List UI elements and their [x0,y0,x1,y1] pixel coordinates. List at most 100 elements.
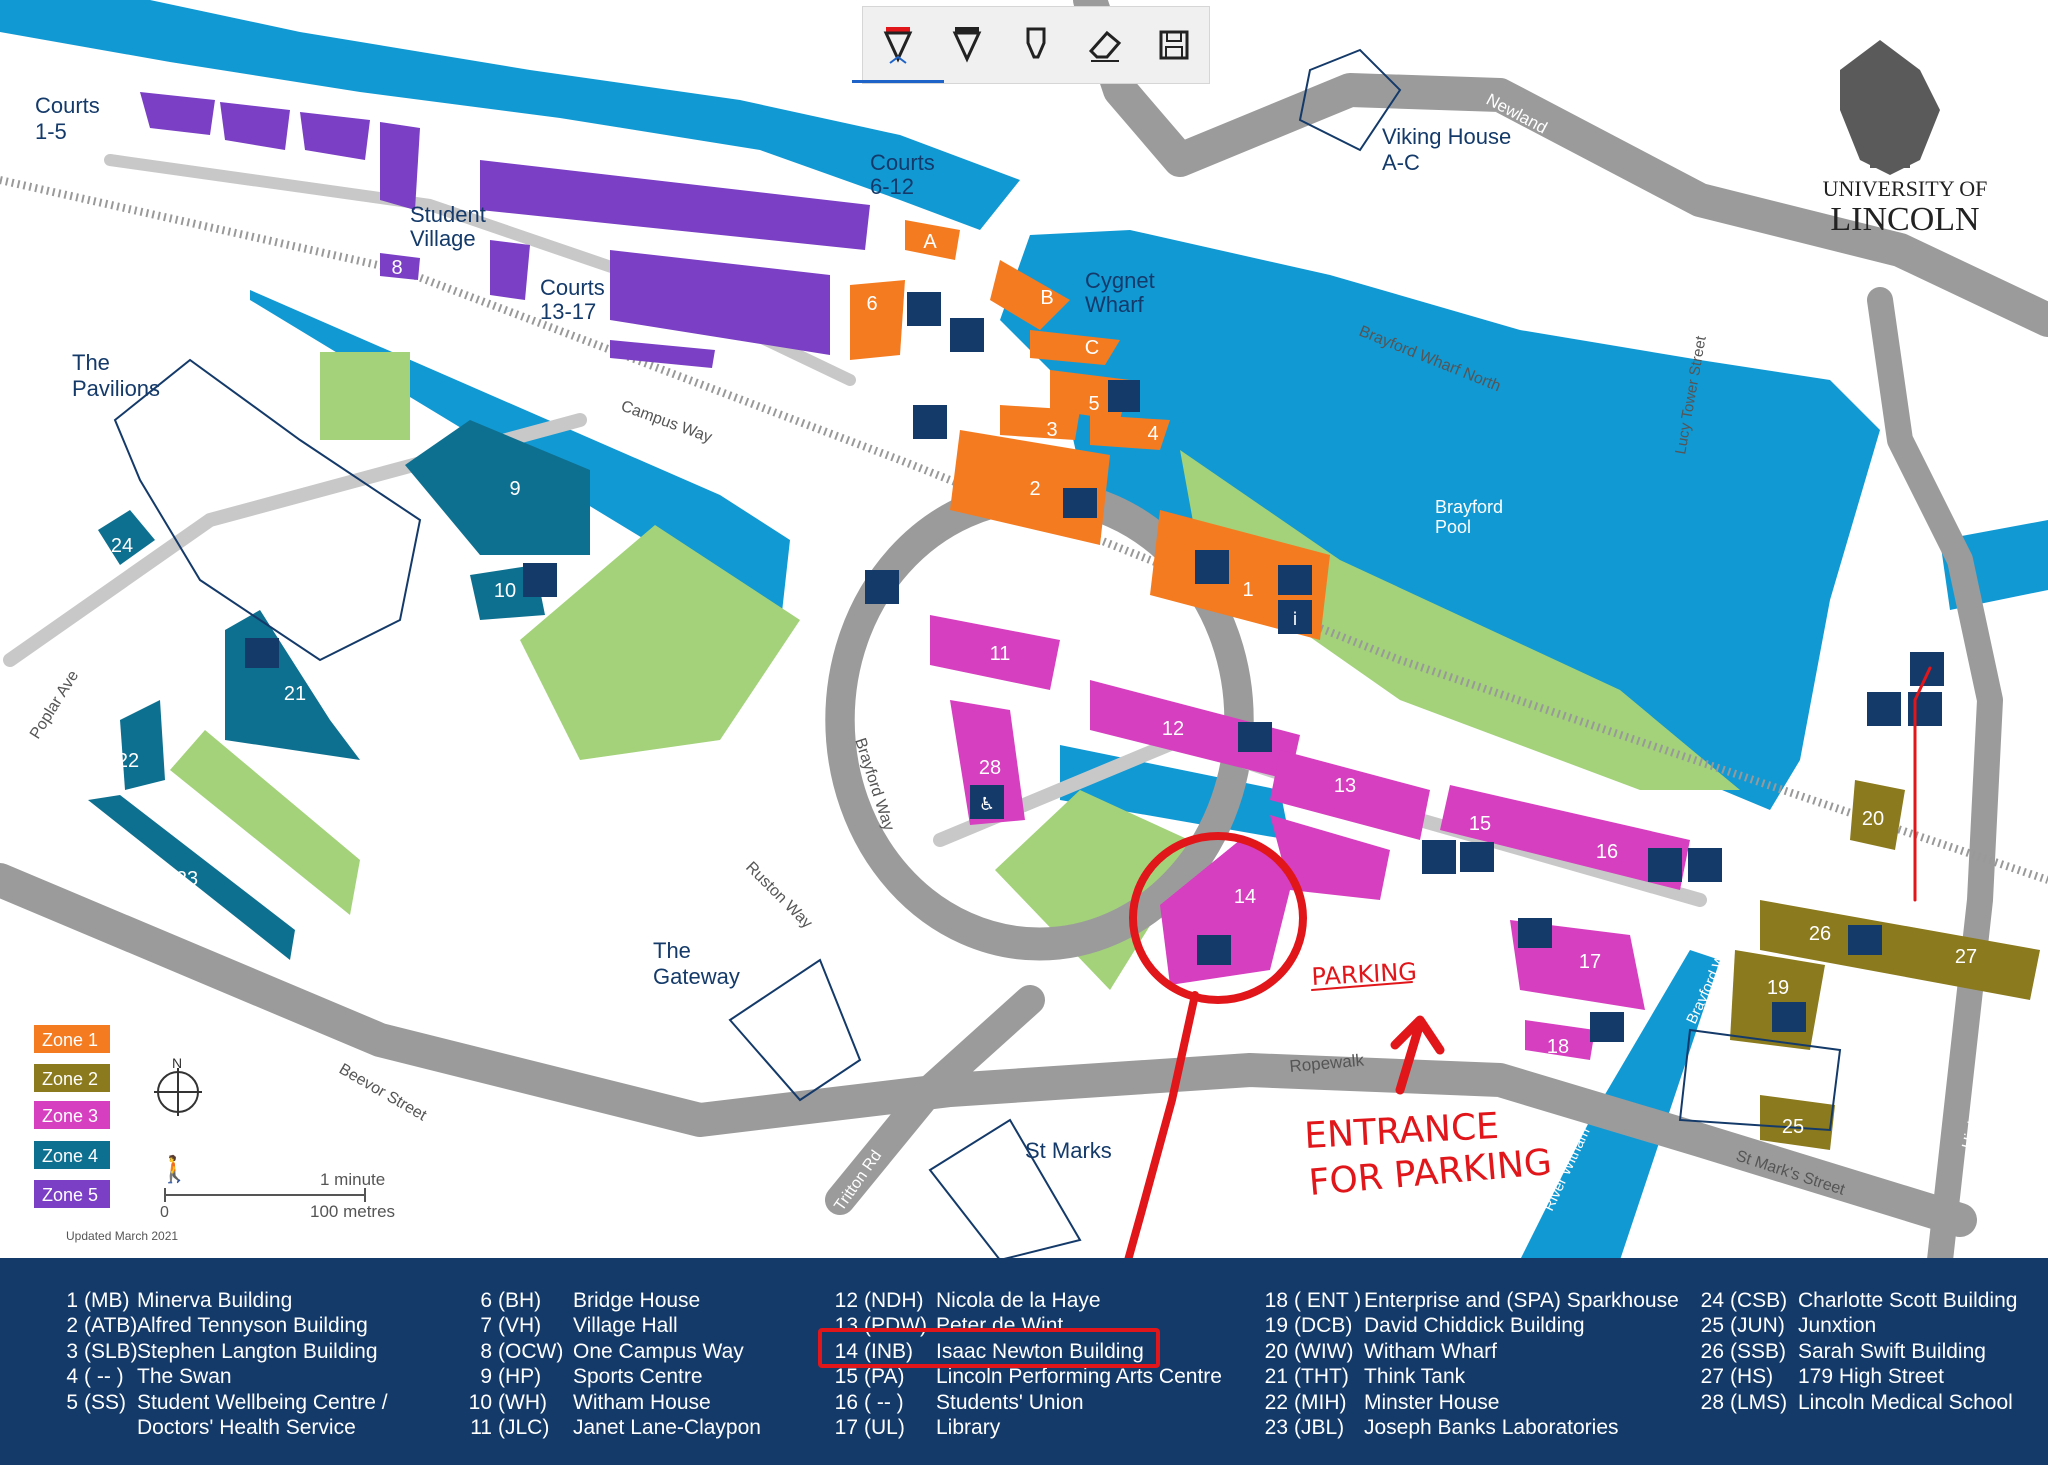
legend-building-name: Joseph Banks Laboratories [1364,1415,1619,1439]
legend-code: ( -- ) [864,1390,904,1414]
zone-3-chip [34,1101,110,1129]
legend-number: 13 [834,1314,858,1338]
highlighter-tool-icon [1026,27,1046,59]
building-15-16 [1440,785,1690,890]
gateway-outline [728,958,862,1102]
green-space [995,790,1200,990]
legend-code: (SS) [84,1390,126,1414]
legend-code: (NDH) [864,1289,924,1312]
bnum-27: 27 [1955,946,1977,968]
cafe-icon [1518,918,1552,948]
bnum-5: 5 [1088,393,1099,415]
legend-number: 19 [1264,1314,1288,1338]
ballpoint-pen-tool[interactable] [851,17,944,83]
bnum-13: 13 [1334,775,1356,797]
st-marks-outline [928,1118,1082,1260]
bus-icon [1908,692,1942,726]
legend-code: (SLB) [84,1339,138,1363]
legend-number: 23 [1264,1415,1288,1439]
bnum-A: A [923,231,937,253]
cafe-icon [1278,565,1312,595]
legend-building-name: Students' Union [936,1390,1084,1414]
pencil-tool-icon [952,27,982,63]
building-24 [98,510,155,565]
legend-code: (DCB) [1294,1314,1353,1338]
legend-code: (SSB) [1730,1339,1787,1363]
save-tool[interactable] [1146,17,1202,73]
legend-building-name: Stephen Langton Building [137,1339,378,1363]
legend-code: (VH) [498,1314,542,1338]
legend-number: 16 [834,1390,858,1414]
pencil-tool[interactable] [939,17,995,73]
stairs-icon [865,570,899,604]
cafe-icon [1197,935,1231,965]
restaurant-icon [1688,848,1722,882]
legend-building-name: The Swan [137,1365,232,1389]
main-road-top [1073,0,2048,337]
bnum-23: 23 [176,868,198,890]
legend-building-name: 179 High Street [1798,1365,1944,1389]
bnum-26: 26 [1809,923,1831,945]
building-13 [1270,750,1430,840]
legend-code: (BH) [498,1289,542,1312]
legend-code: (LMS) [1730,1390,1788,1414]
svg-text:Zone 4: Zone 4 [42,1146,98,1166]
legend-code: (MB) [84,1289,130,1312]
highlighter-tool[interactable] [1008,17,1064,73]
annotation-line-to-legend [1123,991,1199,1260]
bnum-4: 4 [1147,423,1158,445]
shop-icon [1910,652,1944,686]
bnum-6: 6 [866,293,877,315]
brayford-pool [1000,230,1880,810]
legend-code: (JLC) [498,1415,550,1439]
cafe-icon [1238,722,1272,752]
legend-building-name: Junxtion [1798,1314,1877,1338]
bnum-24: 24 [111,535,133,557]
annotation-circle-building-14 [1129,832,1307,1004]
legend-number: 5 [66,1390,78,1414]
building-B [990,260,1070,330]
legend-building-name: Minster House [1364,1390,1500,1414]
crest-icon [1840,40,1940,175]
bnum-2: 2 [1029,478,1040,500]
bnum-1: 1 [1242,579,1253,601]
pavilions-outline [113,358,422,662]
legend-number: 20 [1264,1339,1288,1363]
bnum-21: 21 [284,683,306,705]
legend-number: 14 [834,1339,858,1363]
accessible-icon [970,785,1004,819]
bnum-9: 9 [509,478,520,500]
legend-number: 26 [1700,1339,1724,1363]
eraser-tool[interactable] [1077,17,1133,73]
building-court [610,250,830,355]
annotation-parking: PARKING [1311,958,1418,991]
restaurant-icon [1195,550,1229,584]
cafe-icon [1848,925,1882,955]
bnum-11: 11 [990,643,1011,665]
eraser-tool-icon [1089,30,1122,62]
building-C [1030,330,1120,365]
bnum-14: 14 [1234,886,1256,908]
legend-building-name: Enterprise and (SPA) Sparkhouse [1364,1289,1679,1312]
legend-building-name: Think Tank [1364,1365,1466,1389]
legend-code: (ATB) [84,1314,138,1338]
annotation-entrance: ENTRANCE [1303,1106,1500,1157]
legend-building-name: Witham Wharf [1364,1339,1498,1363]
legend-number: 25 [1700,1314,1724,1338]
building-18 [1525,1020,1595,1060]
bnum-22: 22 [117,750,139,772]
legend-building-name: Sarah Swift Building [1798,1339,1986,1363]
building-3 [1000,405,1080,440]
building-11 [930,615,1060,690]
legend-code: (CSB) [1730,1289,1788,1312]
bar-icon [1648,848,1682,882]
cafe-icon [1063,488,1097,518]
info-icon [1278,600,1312,634]
bnum-17: 17 [1579,951,1601,973]
